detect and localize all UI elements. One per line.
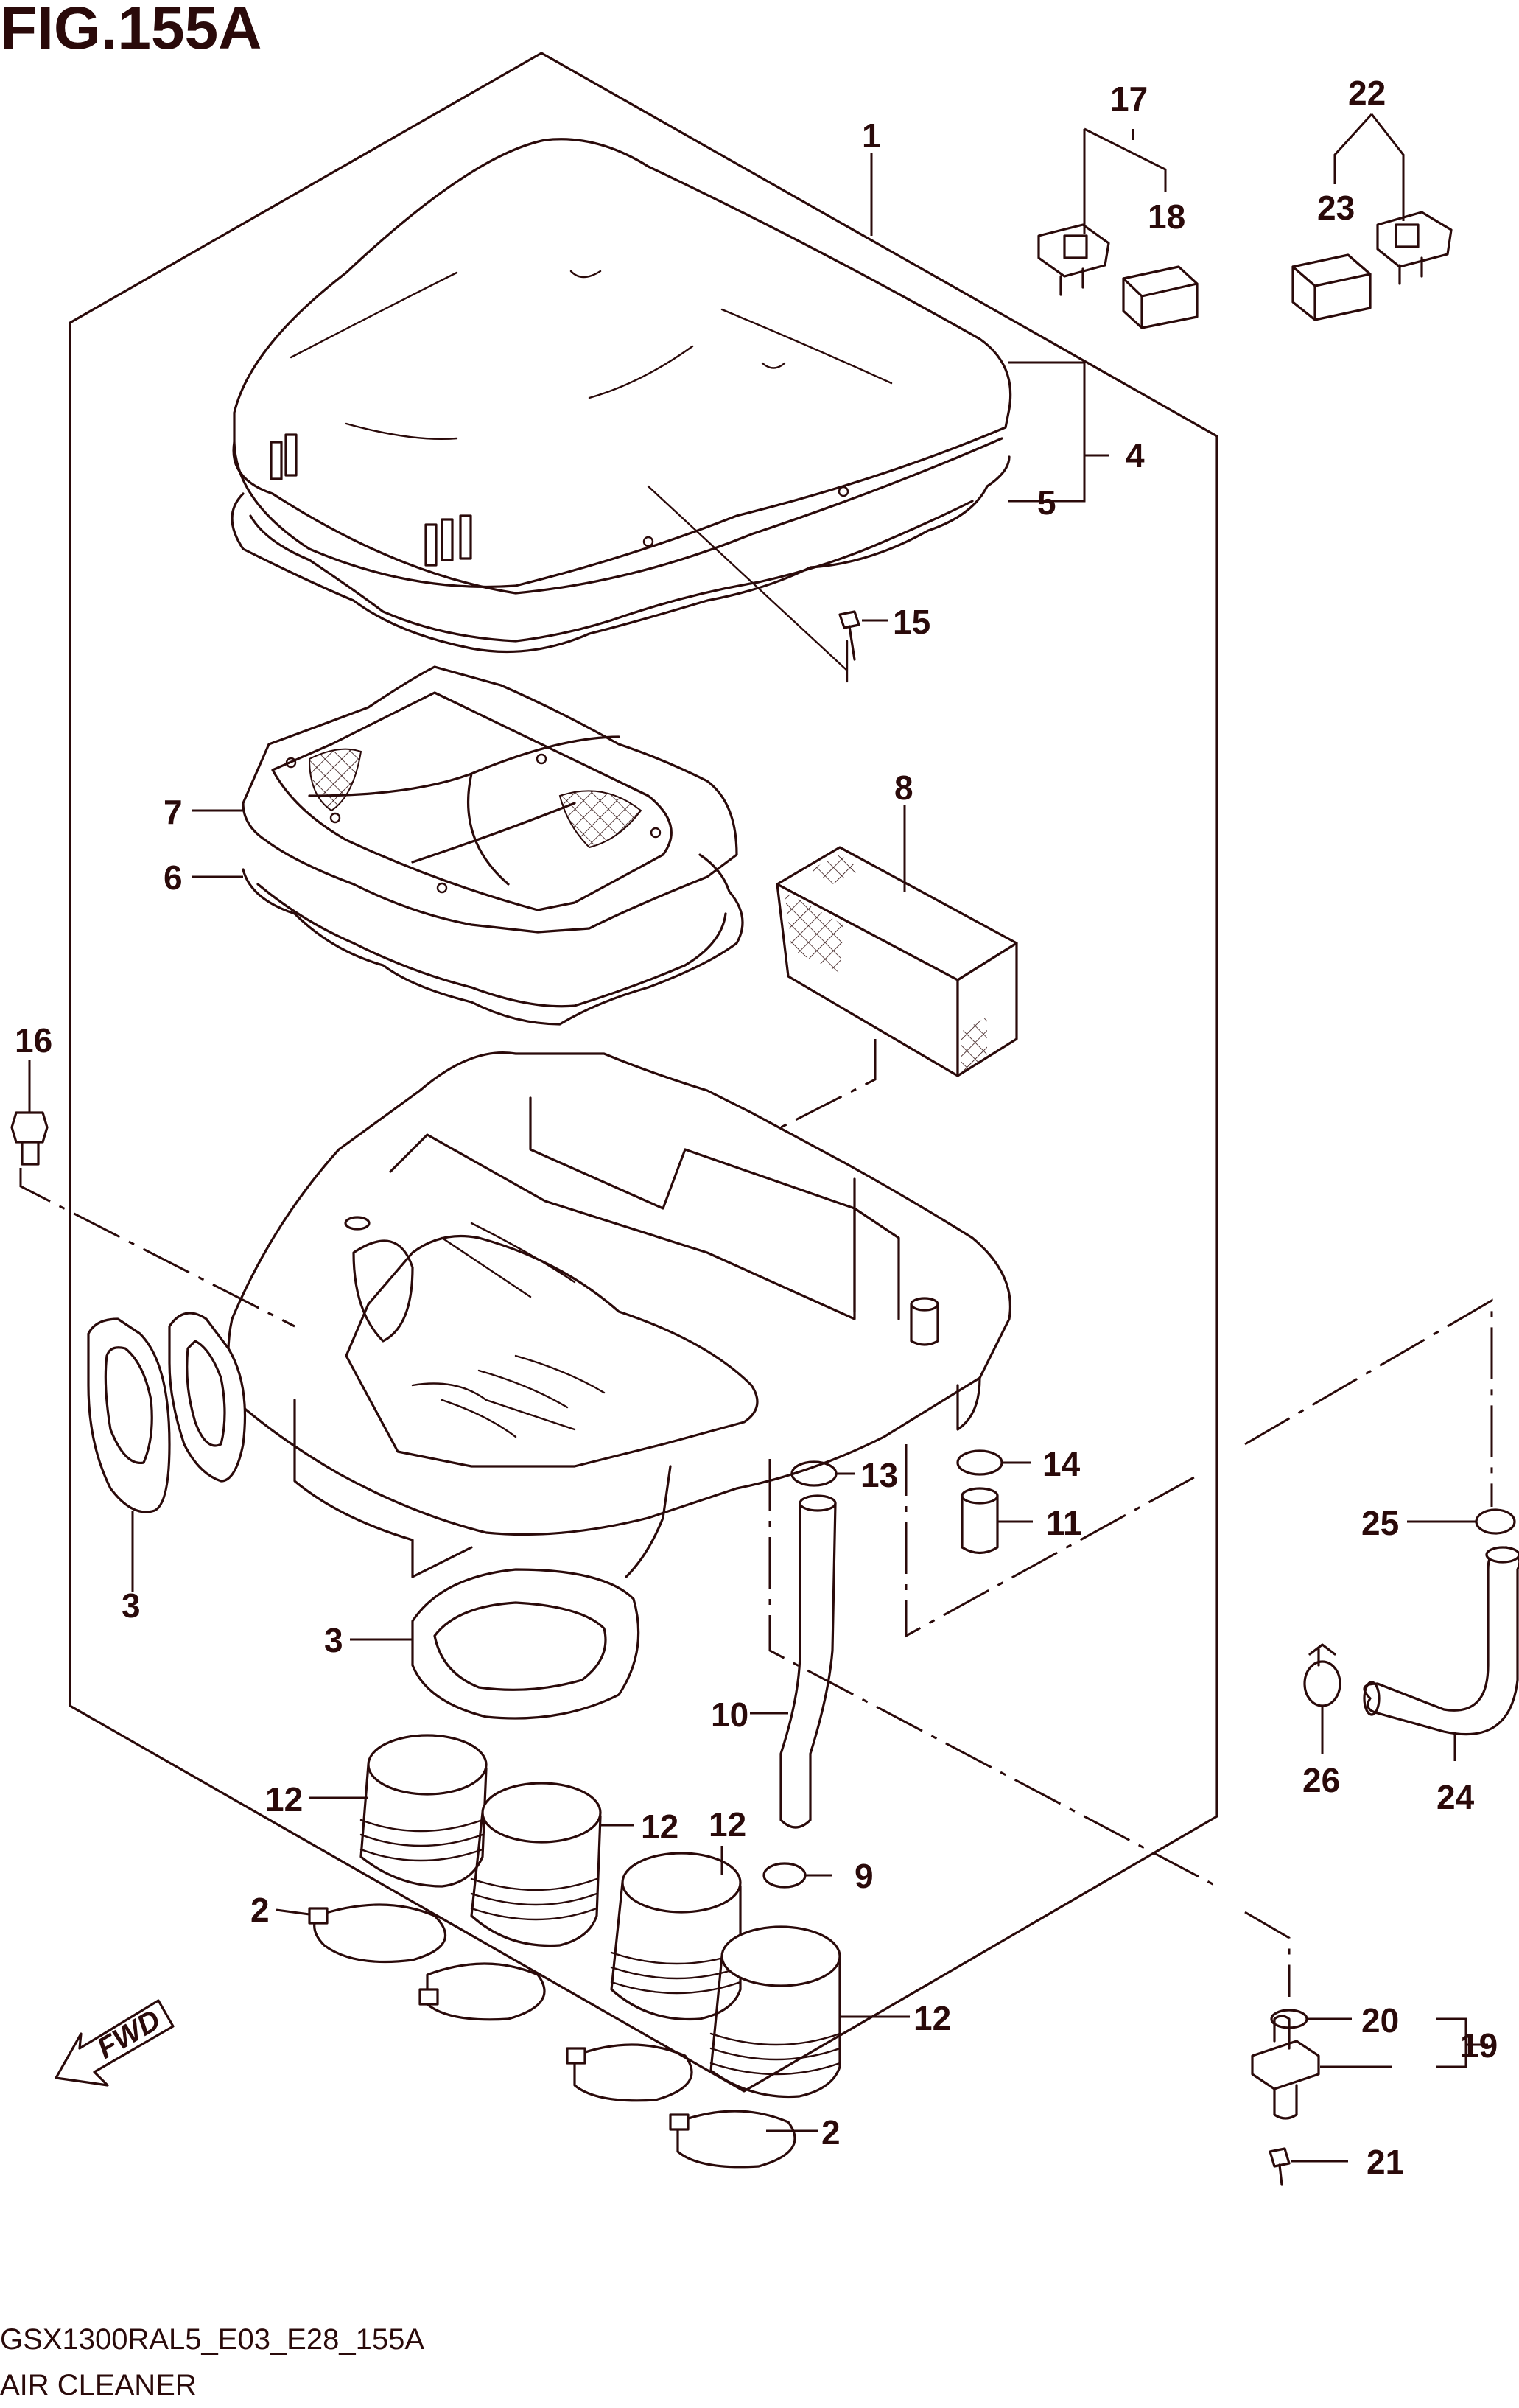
part-23-sensor-cover <box>1291 253 1372 321</box>
part-7-filter-element <box>242 665 738 934</box>
callout-20: 20 <box>1361 2001 1399 2040</box>
part-16-bolt <box>10 1060 295 1328</box>
part-14-clip <box>956 1449 1031 1476</box>
callout-22: 22 <box>1348 74 1386 112</box>
fwd-label: FWD <box>92 2003 166 2065</box>
part-9-drain-plug <box>762 1862 832 1889</box>
callout-5: 5 <box>1037 483 1056 522</box>
callout-12: 12 <box>265 1780 303 1819</box>
callout-12: 12 <box>709 1805 746 1844</box>
callout-23: 23 <box>1317 189 1355 227</box>
callout-2: 2 <box>250 1891 270 1929</box>
callout-19: 19 <box>1460 2026 1498 2065</box>
callout-11: 11 <box>1046 1504 1082 1542</box>
part-25-clip <box>1475 1508 1516 1535</box>
callout-26: 26 <box>1302 1761 1340 1799</box>
part-21-screw <box>1269 2147 1291 2186</box>
callout-21: 21 <box>1367 2143 1404 2181</box>
air-cleaner-case <box>87 1051 1011 1578</box>
fwd-direction-arrow: FWD <box>55 1999 175 2087</box>
callout-8: 8 <box>894 769 913 807</box>
model-code: GSX1300RAL5_E03_E28_155A <box>0 2323 424 2356</box>
callout-7: 7 <box>164 793 183 831</box>
callout-10: 10 <box>711 1695 748 1734</box>
part-22-sensor <box>1376 211 1453 285</box>
part-18-sensor-cover <box>1122 265 1199 329</box>
callout-6: 6 <box>164 858 183 897</box>
part-10-drain-hose <box>779 1494 837 1829</box>
part-8-sponge <box>776 846 1018 1077</box>
callout-25: 25 <box>1361 1504 1399 1542</box>
part-11-cap <box>961 1487 1033 1555</box>
callout-18: 18 <box>1148 197 1185 236</box>
part-19-vacuum-fitting <box>1251 2015 1320 2120</box>
callout-15: 15 <box>893 603 930 641</box>
callout-1: 1 <box>862 116 881 155</box>
part-3-duct-seal <box>411 1568 640 1720</box>
callout-3: 3 <box>122 1586 141 1625</box>
callout-16: 16 <box>15 1021 52 1060</box>
part-24-hose <box>1363 1546 1519 1736</box>
callout-17: 17 <box>1110 80 1148 118</box>
part-6-filter-seal <box>242 853 744 1026</box>
callout-3: 3 <box>324 1621 343 1659</box>
figure-caption: AIR CLEANER <box>0 2369 197 2401</box>
assembly-boundary <box>69 52 1218 2093</box>
callout-14: 14 <box>1042 1445 1081 1483</box>
callout-2: 2 <box>821 2113 841 2152</box>
callout-4: 4 <box>1126 436 1145 475</box>
callout-13: 13 <box>860 1456 898 1494</box>
part-1-air-cleaner-cap <box>232 138 1012 595</box>
part-5-cap-seal <box>231 455 1011 654</box>
callout-12: 12 <box>641 1807 678 1846</box>
callout-24: 24 <box>1436 1778 1475 1816</box>
part-15-screw <box>647 485 888 683</box>
part-13-clip <box>790 1460 855 1487</box>
part-17-sensor <box>1037 223 1110 296</box>
part-12-intake-boots <box>359 1734 841 2099</box>
part-2-clamps <box>308 1903 796 2169</box>
figure-title: FIG.155A <box>0 0 262 62</box>
callout-12: 12 <box>913 1999 951 2037</box>
callout-9: 9 <box>855 1857 874 1895</box>
part-26-clamp <box>1303 1643 1341 1707</box>
